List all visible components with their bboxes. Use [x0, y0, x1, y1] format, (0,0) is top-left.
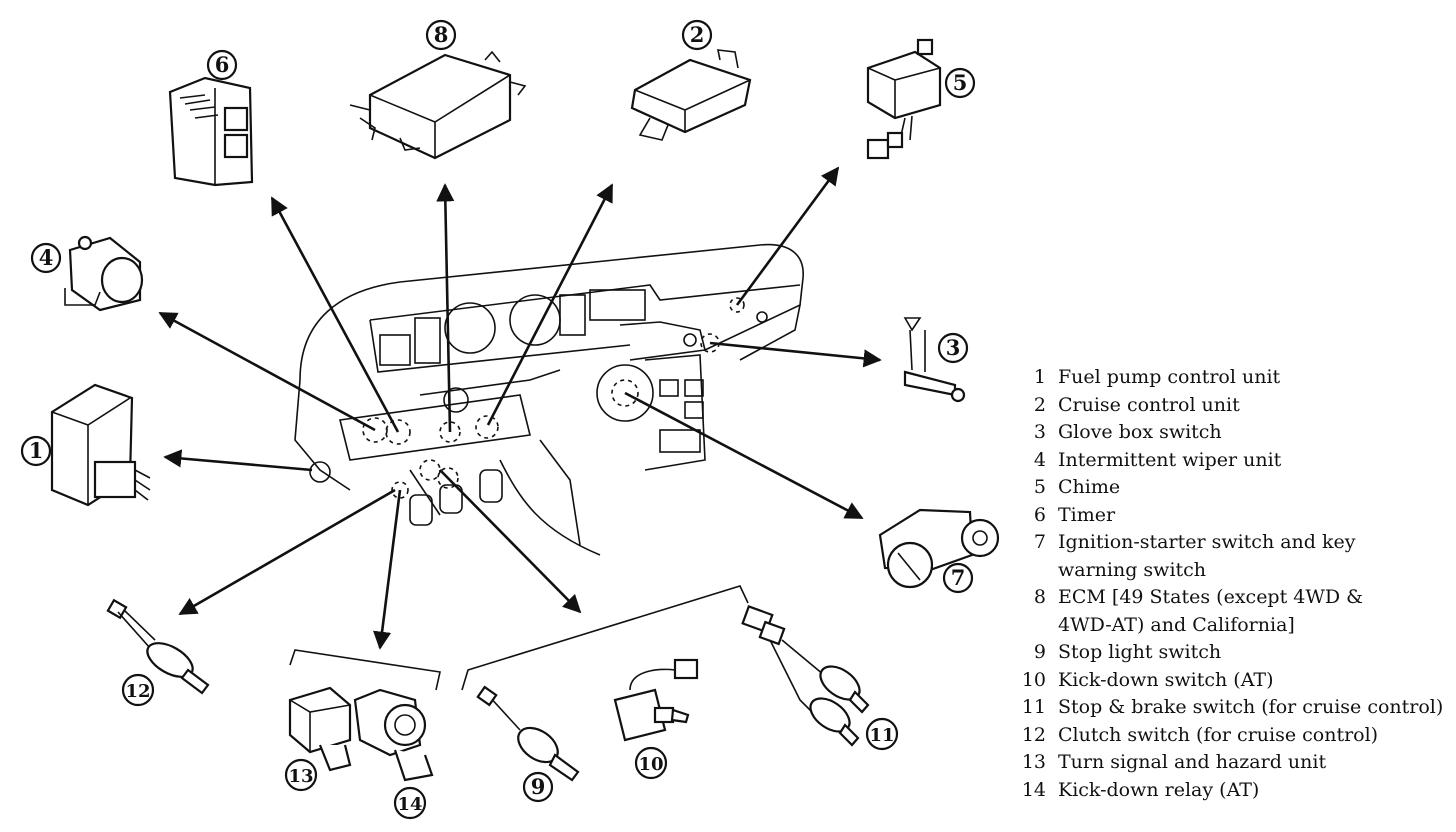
callout-1: 1: [20, 435, 52, 467]
legend-label: Stop light switch: [1058, 641, 1222, 663]
legend-number: 14: [1021, 778, 1046, 801]
legend-item: 4 Intermittent wiper unit: [1008, 447, 1448, 475]
legend-label: Kick-down switch (AT): [1058, 668, 1274, 691]
legend-label: Clutch switch (for cruise control): [1058, 723, 1379, 746]
legend-label: Glove box switch: [1058, 421, 1222, 443]
legend-item: 1 Fuel pump control unit: [1008, 364, 1448, 392]
part-6-timer: [168, 76, 254, 187]
callout-7: 7: [942, 562, 974, 594]
callout-5-label: 5: [953, 70, 968, 95]
legend-number: 4: [1033, 448, 1046, 471]
callout-3-label: 3: [946, 335, 961, 360]
legend-number: 12: [1021, 723, 1046, 746]
legend-label: Cruise control unit: [1058, 393, 1240, 416]
callout-9: 9: [522, 771, 554, 803]
legend-number: 8: [1033, 586, 1046, 608]
part-13-turn-signal-and-hazard-unit: [288, 686, 352, 772]
legend-number: 2: [1033, 393, 1046, 416]
callout-2-label: 2: [690, 22, 705, 47]
legend-item: 13 Turn signal and hazard unit: [1008, 749, 1448, 777]
callout-10: 10: [634, 746, 668, 780]
legend-item: 8 ECM [49 States (except 4WD & 4WD-AT) an…: [1008, 584, 1448, 639]
bracket-9-10-11: [461, 585, 749, 691]
callout-12-label: 12: [125, 681, 150, 702]
legend-item: 10 Kick-down switch (AT): [1008, 667, 1448, 695]
part-5-chime: [866, 38, 942, 160]
part-11-stop-and-brake-switch: [741, 605, 870, 747]
parts-legend: 1 Fuel pump control unit 2 Cruise control …: [1008, 364, 1448, 804]
bracket-13-14: [289, 649, 441, 691]
legend-item: 12 Clutch switch (for cruise control): [1008, 722, 1448, 750]
part-3-glove-box-switch: [903, 317, 966, 403]
part-9-stop-light-switch: [476, 685, 580, 782]
callout-3: 3: [937, 332, 969, 364]
legend-number: 9: [1033, 641, 1046, 663]
callout-13: 13: [284, 758, 318, 792]
callout-14: 14: [393, 786, 427, 820]
legend-number: 7: [1033, 531, 1046, 553]
legend-number: 13: [1021, 751, 1046, 773]
legend-label: Stop & brake switch (for cruise control): [1058, 696, 1444, 718]
part-7-ignition-starter-switch: [878, 508, 1000, 589]
callout-8-label: 8: [434, 22, 449, 47]
callout-13-label: 13: [288, 766, 313, 787]
legend-item: 2 Cruise control unit: [1008, 392, 1448, 420]
legend-number: 3: [1033, 421, 1046, 443]
legend-label: Timer: [1058, 503, 1116, 526]
legend-item: 3 Glove box switch: [1008, 419, 1448, 447]
location-arrows: [158, 166, 882, 650]
callout-6-label: 6: [215, 52, 230, 77]
legend-label: Kick-down relay (AT): [1058, 778, 1260, 801]
legend-item: 6 Timer: [1008, 502, 1448, 530]
legend-label: Fuel pump control unit: [1058, 366, 1281, 388]
legend-item: 5 Chime: [1008, 474, 1448, 502]
legend-label: Chime: [1058, 476, 1121, 498]
callout-9-label: 9: [531, 774, 546, 799]
callout-4-label: 4: [39, 245, 54, 270]
legend-label: Turn signal and hazard unit: [1058, 751, 1327, 773]
legend-item: 7 Ignition-starter switch and key warning…: [1008, 529, 1448, 584]
legend-label: Intermittent wiper unit: [1058, 448, 1282, 471]
legend-number: 6: [1033, 503, 1046, 526]
legend-label: Ignition-starter switch and key warning …: [1058, 531, 1356, 581]
callout-4: 4: [30, 242, 62, 274]
legend-item: 11 Stop & brake switch (for cruise contro…: [1008, 694, 1448, 722]
legend-number: 5: [1033, 476, 1046, 498]
callout-12: 12: [121, 673, 155, 707]
legend-number: 10: [1021, 668, 1046, 691]
callout-2: 2: [681, 19, 713, 51]
callout-1-label: 1: [29, 438, 44, 463]
legend-item: 9 Stop light switch: [1008, 639, 1448, 667]
legend-label: ECM [49 States (except 4WD & 4WD-AT) and…: [1058, 586, 1364, 636]
legend-number: 1: [1033, 366, 1046, 388]
callout-8: 8: [425, 19, 457, 51]
callout-7-label: 7: [951, 565, 966, 590]
part-14-kick-down-relay: [353, 688, 434, 782]
part-2-cruise-control-unit: [630, 49, 752, 141]
callout-6: 6: [206, 49, 238, 81]
callout-10-label: 10: [638, 754, 663, 775]
legend-item: 14 Kick-down relay (AT): [1008, 777, 1448, 805]
part-8-ecm: [349, 50, 527, 160]
part-4-intermittent-wiper-unit: [64, 235, 144, 312]
callout-11-label: 11: [869, 725, 894, 746]
legend-number: 11: [1021, 696, 1046, 718]
callout-11: 11: [865, 717, 899, 751]
callout-14-label: 14: [397, 794, 422, 815]
part-10-kick-down-switch: [613, 658, 699, 742]
part-12-clutch-switch: [106, 598, 210, 695]
part-1-fuel-pump-control-unit: [50, 383, 151, 507]
dashboard-drawing: [294, 243, 804, 556]
callout-5: 5: [944, 67, 976, 99]
